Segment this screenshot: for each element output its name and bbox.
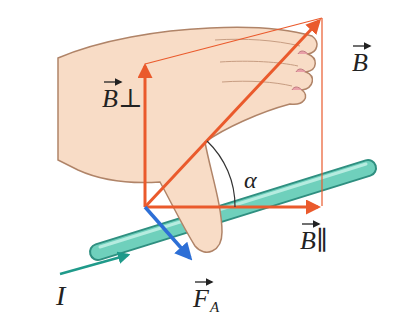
force-label: F <box>193 286 209 312</box>
force-vector <box>145 207 190 258</box>
vector-label: B⊥ <box>102 86 142 112</box>
subscript-label: A <box>210 300 219 315</box>
b-parallel-vector <box>145 206 318 209</box>
vector-label: B∥ <box>300 228 328 254</box>
vector-label: B <box>352 50 368 76</box>
angle-label: α <box>244 168 257 192</box>
current-label: I <box>56 282 65 310</box>
angle-arc <box>207 141 235 207</box>
b-perp-vector <box>144 66 147 207</box>
left-hand <box>58 27 317 252</box>
b-vector <box>145 21 319 207</box>
current-arrow <box>60 255 128 274</box>
